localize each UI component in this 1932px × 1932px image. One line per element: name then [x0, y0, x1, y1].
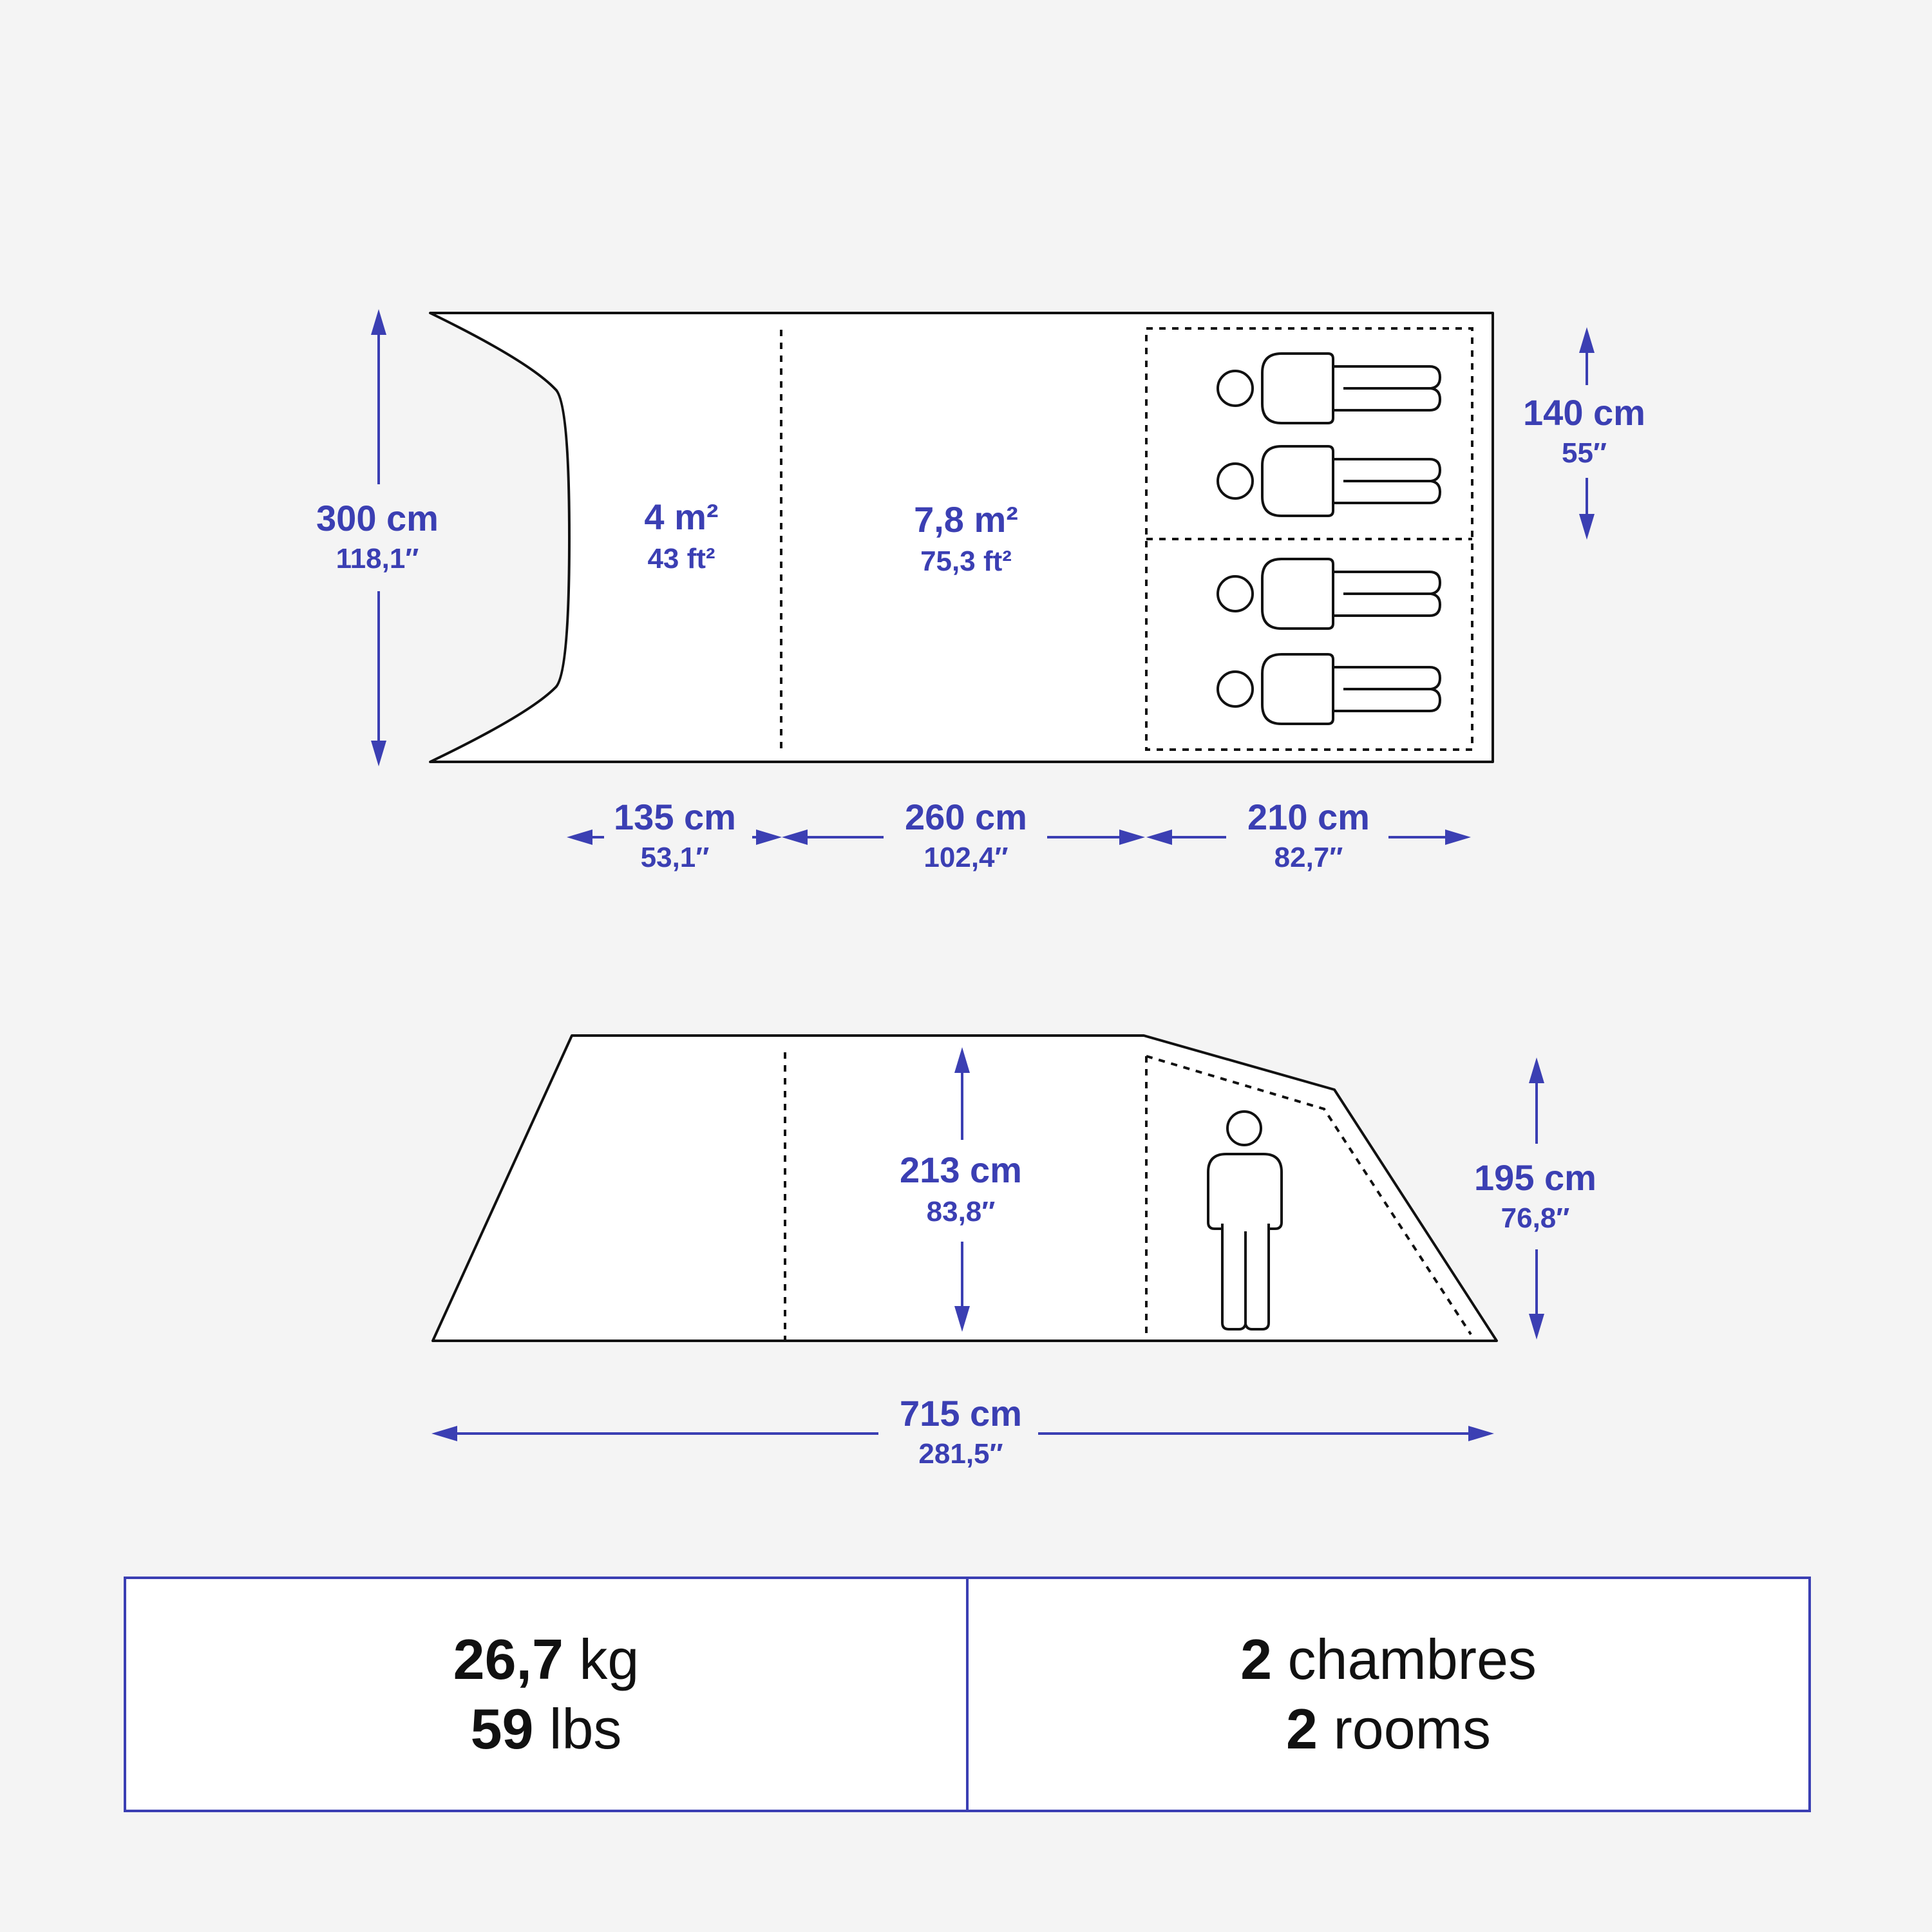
- floor-outline: [429, 312, 1494, 763]
- sleeping-person-icon: [1217, 558, 1442, 630]
- rooms-en: 2 rooms: [1286, 1697, 1491, 1761]
- arrow-right-icon: [756, 829, 782, 845]
- length-2-cm: 260 cm: [905, 797, 1027, 837]
- height-in: 83,8″: [927, 1196, 996, 1227]
- length-2-in: 102,4″: [923, 842, 1008, 873]
- room-height-dimension: [1529, 1057, 1544, 1340]
- sleeping-person-icon: [1217, 653, 1442, 725]
- total-length-dimension: [431, 1426, 1494, 1441]
- height-dimension: [954, 1047, 970, 1332]
- arrow-left-icon: [567, 829, 592, 845]
- arrow-right-icon: [1119, 829, 1145, 845]
- arrow-left-icon: [431, 1426, 457, 1441]
- weight-cell: 26,7 kg 59 lbs: [126, 1579, 966, 1810]
- top-view: 4 m² 43 ft² 7,8 m² 75,3 ft² 300 cm 118,1…: [316, 309, 1645, 873]
- specs-box: 26,7 kg 59 lbs 2 chambres 2 rooms: [124, 1577, 1811, 1812]
- area-living-main: 4 m²: [644, 497, 718, 537]
- arrow-down-icon: [371, 741, 386, 766]
- bedroom-cm: 140 cm: [1523, 392, 1645, 433]
- sleeping-person-icon: [1217, 445, 1442, 517]
- total-length-cm: 715 cm: [900, 1393, 1022, 1434]
- width-dimension: [371, 309, 386, 766]
- length-3-cm: 210 cm: [1247, 797, 1370, 837]
- sleeping-person-icon: [1217, 352, 1442, 424]
- bedroom-dimension: [1579, 327, 1595, 540]
- width-cm: 300 cm: [316, 498, 439, 538]
- arrow-up-icon: [371, 309, 386, 335]
- arrow-up-icon: [954, 1047, 970, 1073]
- width-in: 118,1″: [336, 543, 419, 574]
- length-dimensions: [567, 829, 1471, 845]
- arrow-left-icon: [1146, 829, 1172, 845]
- bedroom-in: 55″: [1562, 437, 1607, 469]
- arrow-down-icon: [954, 1306, 970, 1332]
- room-height-cm: 195 cm: [1474, 1157, 1596, 1198]
- height-cm: 213 cm: [900, 1150, 1022, 1190]
- arrow-down-icon: [1579, 514, 1595, 540]
- rooms-fr: 2 chambres: [1240, 1627, 1537, 1691]
- sleepers: [1217, 352, 1442, 725]
- standing-person-icon: [1207, 1110, 1283, 1331]
- side-view: 213 cm 83,8″ 195 cm 76,8″ 715 cm 281,5″: [431, 1034, 1596, 1470]
- weight-lbs: 59 lbs: [470, 1697, 622, 1761]
- rooms-cell: 2 chambres 2 rooms: [966, 1579, 1808, 1810]
- length-3-in: 82,7″: [1274, 842, 1343, 873]
- total-length-in: 281,5″: [918, 1438, 1003, 1470]
- arrow-right-icon: [1468, 1426, 1494, 1441]
- weight-kg: 26,7 kg: [453, 1627, 639, 1691]
- arrow-right-icon: [1445, 829, 1471, 845]
- arrow-up-icon: [1529, 1057, 1544, 1083]
- length-1-in: 53,1″: [641, 842, 710, 873]
- room-height-in: 76,8″: [1501, 1202, 1570, 1234]
- area-main-sub: 75,3 ft²: [920, 545, 1012, 577]
- area-living-sub: 43 ft²: [647, 543, 715, 574]
- arrow-down-icon: [1529, 1314, 1544, 1340]
- arrow-up-icon: [1579, 327, 1595, 353]
- bedroom-inner-outline: [1146, 1055, 1472, 1336]
- arrow-left-icon: [782, 829, 808, 845]
- length-1-cm: 135 cm: [614, 797, 736, 837]
- area-main-main: 7,8 m²: [914, 499, 1018, 540]
